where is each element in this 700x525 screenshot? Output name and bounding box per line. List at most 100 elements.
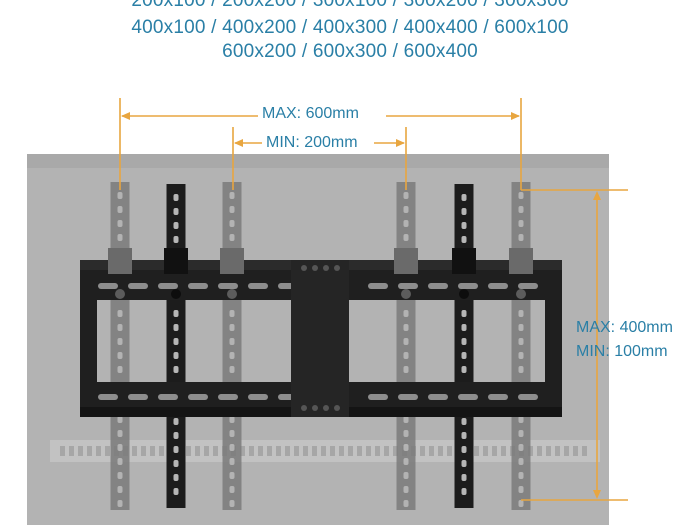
plate-slot [98, 283, 118, 289]
arm-hole [173, 352, 179, 359]
arm-hole [173, 310, 179, 317]
vent-slot [69, 446, 74, 456]
plate-slot [248, 283, 268, 289]
arm-hole [117, 430, 123, 437]
arm-hole [229, 500, 235, 507]
vent-slot [357, 446, 362, 456]
plate-slot [518, 283, 538, 289]
tv-top-edge [27, 154, 609, 168]
plate-slot [158, 283, 178, 289]
arm-hole [117, 338, 123, 345]
arm-hole [461, 366, 467, 373]
vent-slot [429, 446, 434, 456]
vent-slot [96, 446, 101, 456]
arm-hole [518, 206, 524, 213]
arm-hole [173, 208, 179, 215]
arrowhead-icon [121, 112, 130, 120]
arm-hole [403, 192, 409, 199]
arm-hole [117, 458, 123, 465]
vesa-patterns-line-1: 200x100 / 200x200 / 300x100 / 300x200 / … [131, 0, 569, 11]
arm-clip [509, 248, 533, 274]
arm-bolt [459, 289, 469, 299]
arm-hole [518, 310, 524, 317]
arm-hole [518, 192, 524, 199]
arm-bolt [401, 289, 411, 299]
vent-slot [321, 446, 326, 456]
arm-hole [518, 444, 524, 451]
arm-hole [117, 486, 123, 493]
vent-slot [204, 446, 209, 456]
arm-hole [461, 352, 467, 359]
arm-hole [173, 366, 179, 373]
plate-slot [188, 394, 208, 400]
plate-slot [488, 283, 508, 289]
center-bolt [312, 265, 318, 271]
arm-clip [108, 248, 132, 274]
arm-hole [461, 194, 467, 201]
vesa-patterns-line-2: 400x100 / 400x200 / 400x300 / 400x400 / … [131, 17, 569, 38]
arm-hole [403, 500, 409, 507]
arm-hole [117, 472, 123, 479]
arm-hole [518, 324, 524, 331]
arm-hole [461, 446, 467, 453]
vent-slot [195, 446, 200, 456]
arm-hole [518, 338, 524, 345]
arm-hole [117, 234, 123, 241]
vent-slot [339, 446, 344, 456]
arm-hole [117, 366, 123, 373]
arm-hole [117, 352, 123, 359]
arm-hole [403, 206, 409, 213]
vent-slot [303, 446, 308, 456]
arm-hole [518, 472, 524, 479]
arm-hole [403, 338, 409, 345]
arm-bolt [227, 289, 237, 299]
vent-slot [213, 446, 218, 456]
arm-clip [220, 248, 244, 274]
arm-hole [229, 458, 235, 465]
plate-slot [488, 394, 508, 400]
arm-hole [229, 234, 235, 241]
vent-slot [483, 446, 488, 456]
plate-slot [518, 394, 538, 400]
plate-slot [98, 394, 118, 400]
arm-hole [403, 352, 409, 359]
arrowhead-icon [396, 139, 405, 147]
vent-slot [285, 446, 290, 456]
arm-hole [117, 206, 123, 213]
plate-slot [368, 283, 388, 289]
arm-clip [164, 248, 188, 274]
arm-hole [229, 324, 235, 331]
arm-hole [403, 430, 409, 437]
dimension-guides [119, 98, 628, 501]
arm-hole [229, 338, 235, 345]
arm-hole [403, 310, 409, 317]
vent-slot [492, 446, 497, 456]
center-bolt [312, 405, 318, 411]
arm-hole [173, 474, 179, 481]
arm-hole [518, 352, 524, 359]
arm-hole [461, 236, 467, 243]
arm-hole [229, 192, 235, 199]
plate-slot [428, 394, 448, 400]
arm-hole [518, 430, 524, 437]
vent-slot [555, 446, 560, 456]
center-bolt [334, 265, 340, 271]
center-bolts [301, 265, 340, 411]
vent-slot [564, 446, 569, 456]
arm-hole [461, 474, 467, 481]
vertical-arms-front [108, 248, 533, 382]
arrowhead-icon [511, 112, 520, 120]
plate-slot [398, 283, 418, 289]
arm-hole [173, 338, 179, 345]
arm-hole [518, 500, 524, 507]
arm-hole [403, 472, 409, 479]
arm-hole [173, 432, 179, 439]
arm-hole [518, 416, 524, 423]
center-mount-block [291, 260, 349, 417]
vent-slot [501, 446, 506, 456]
arm-hole [117, 416, 123, 423]
plate-slot [218, 283, 238, 289]
vent-slot [330, 446, 335, 456]
center-bolt [301, 265, 307, 271]
arm-hole [117, 220, 123, 227]
